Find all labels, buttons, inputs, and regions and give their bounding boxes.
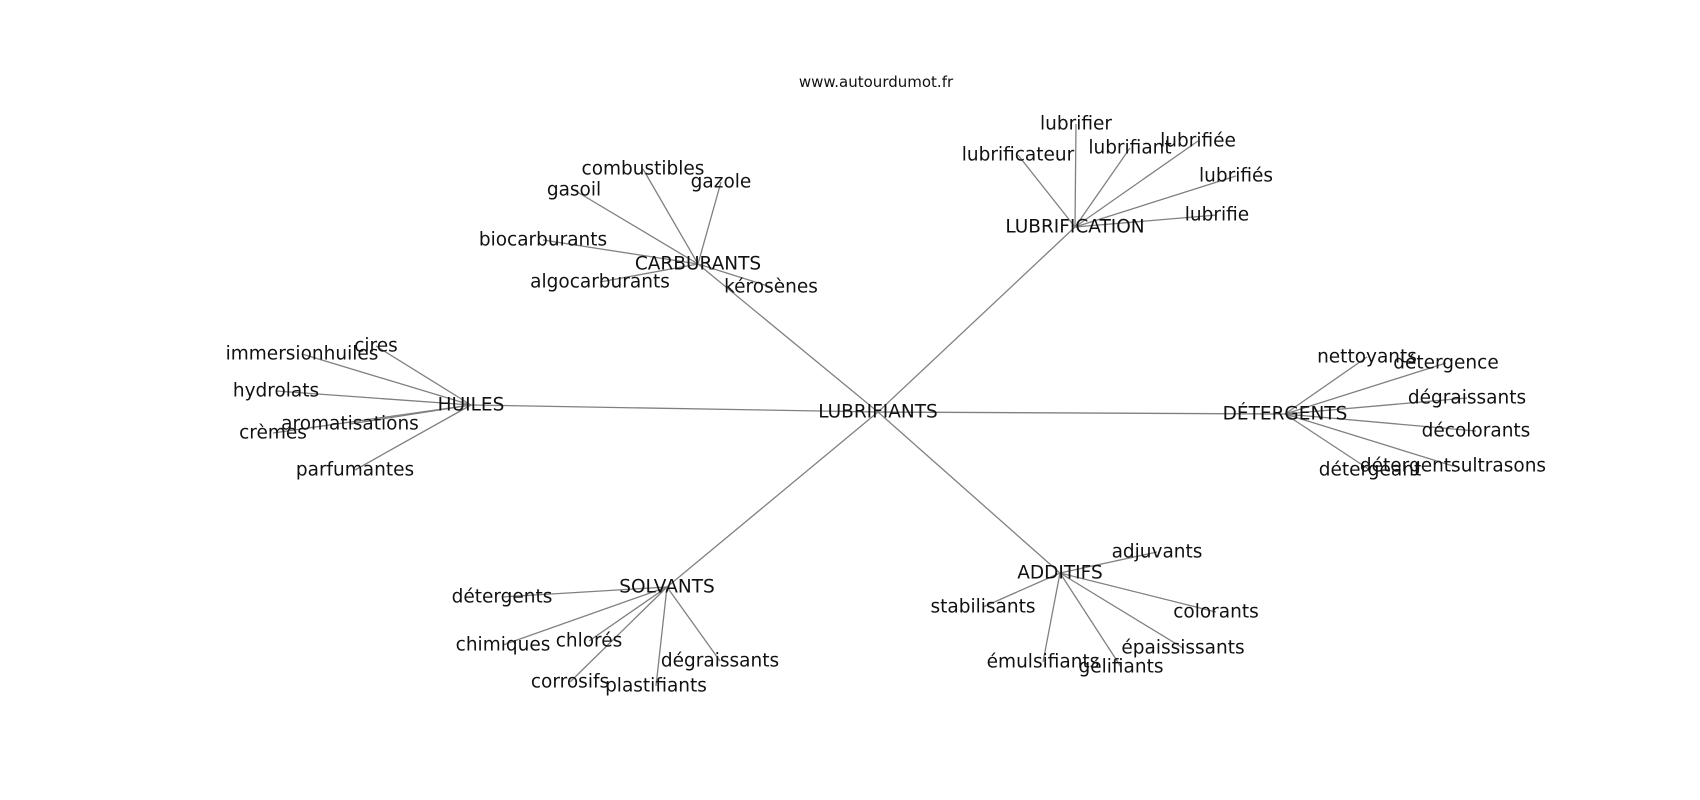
- word-node[interactable]: adjuvants: [1112, 542, 1203, 563]
- edge-lubrification-word: [1074, 123, 1077, 228]
- edge-solvants-word: [588, 586, 668, 642]
- word-node[interactable]: lubrifiés: [1199, 166, 1273, 187]
- word-node[interactable]: détergents: [452, 587, 553, 608]
- word-node[interactable]: colorants: [1173, 602, 1259, 623]
- edge-carburants-word: [573, 189, 699, 265]
- edge-detergents-word: [1284, 362, 1447, 415]
- edge-center-lubrification: [877, 226, 1076, 413]
- word-node[interactable]: lubrificateur: [962, 145, 1075, 166]
- word-node[interactable]: combustibles: [582, 159, 705, 180]
- edge-carburants-word: [599, 263, 699, 283]
- hub-node-solvants[interactable]: SOLVANTS: [619, 577, 715, 598]
- word-node[interactable]: détergentsultrasons: [1360, 456, 1546, 477]
- word-node[interactable]: algocarburants: [530, 272, 670, 293]
- edge-center-additifs: [877, 411, 1061, 574]
- edge-huiles-word: [354, 404, 472, 471]
- word-node[interactable]: chimiques: [456, 635, 551, 656]
- word-node[interactable]: décolorants: [1422, 421, 1531, 442]
- edge-carburants-word: [697, 181, 722, 265]
- word-node[interactable]: aromatisations: [281, 414, 419, 435]
- edge-lubrification-word: [1074, 140, 1199, 228]
- edge-solvants-word: [502, 586, 668, 646]
- word-node[interactable]: lubrifiée: [1160, 131, 1236, 152]
- edge-lubrification-word: [1074, 214, 1218, 228]
- edge-additifs-word: [982, 572, 1061, 608]
- edge-detergents-word: [1284, 397, 1468, 415]
- edges: [272, 123, 1477, 687]
- edge-huiles-word: [375, 345, 472, 406]
- word-node[interactable]: détergeant: [1319, 460, 1421, 481]
- edge-center-huiles: [470, 404, 879, 413]
- word-node[interactable]: lubrifier: [1040, 114, 1112, 135]
- edge-detergents-word: [1284, 413, 1454, 467]
- edge-center-solvants: [666, 411, 879, 588]
- hub-node-detergents[interactable]: DÉTERGENTS: [1223, 403, 1348, 425]
- word-node[interactable]: crèmes: [239, 423, 307, 444]
- word-node[interactable]: dégraissants: [1408, 388, 1526, 409]
- edge-huiles-word: [275, 390, 472, 406]
- word-node[interactable]: nettoyants: [1317, 347, 1417, 368]
- hub-node-additifs[interactable]: ADDITIFS: [1017, 563, 1102, 584]
- word-node[interactable]: dégraissants: [661, 651, 779, 672]
- word-node[interactable]: immersionhuiles: [226, 344, 379, 365]
- word-node[interactable]: émulsifiants: [987, 652, 1100, 673]
- edge-additifs-word: [1059, 551, 1158, 574]
- edge-additifs-word: [1059, 572, 1217, 613]
- word-node[interactable]: gélifiants: [1078, 657, 1163, 678]
- edge-solvants-word: [655, 586, 668, 687]
- word-node[interactable]: stabilisants: [931, 597, 1036, 618]
- edge-solvants-word: [666, 586, 721, 662]
- edge-solvants-word: [501, 586, 668, 598]
- word-node[interactable]: lubrifiant: [1088, 138, 1171, 159]
- edge-detergents-word: [1284, 413, 1477, 432]
- edge-detergents-word: [1284, 356, 1368, 415]
- word-node[interactable]: lubrifie: [1185, 205, 1249, 226]
- word-node[interactable]: parfumantes: [296, 460, 414, 481]
- word-node[interactable]: plastifiants: [605, 676, 707, 697]
- word-node[interactable]: détergence: [1393, 353, 1498, 374]
- edge-additifs-word: [1059, 572, 1122, 668]
- edge-carburants-word: [697, 263, 772, 288]
- edge-center-detergents: [877, 411, 1286, 415]
- word-node[interactable]: cires: [354, 336, 398, 357]
- labels: LUBRIFIANTS lubrifier lubrificateur lubrif…: [226, 114, 1546, 697]
- word-node[interactable]: épaississants: [1121, 638, 1244, 659]
- word-node[interactable]: gasoil: [547, 180, 601, 201]
- hub-node-lubrification[interactable]: LUBRIFICATION: [1005, 217, 1144, 238]
- edge-carburants-word: [542, 239, 699, 265]
- center-node[interactable]: LUBRIFIANTS: [818, 402, 938, 423]
- edge-lubrification-word: [1017, 154, 1076, 228]
- edge-huiles-word: [301, 353, 472, 406]
- word-node[interactable]: kérosènes: [724, 277, 818, 298]
- edge-huiles-word: [272, 404, 472, 434]
- edge-center-carburants: [697, 263, 879, 413]
- edge-solvants-word: [569, 586, 668, 683]
- word-node[interactable]: hydrolats: [233, 381, 319, 402]
- edge-additifs-word: [1059, 572, 1184, 649]
- word-node[interactable]: chlorés: [556, 631, 623, 652]
- hub-node-huiles[interactable]: HUILES: [438, 395, 505, 416]
- edge-additifs-word: [1042, 572, 1061, 663]
- word-node[interactable]: corrosifs: [531, 672, 609, 693]
- word-node[interactable]: gazole: [691, 172, 752, 193]
- edge-lubrification-word: [1074, 175, 1237, 228]
- edge-lubrification-word: [1074, 147, 1131, 228]
- edge-carburants-word: [642, 168, 699, 265]
- site-url: www.autourdumot.fr: [799, 73, 954, 91]
- word-node[interactable]: biocarburants: [479, 230, 607, 251]
- edge-detergents-word: [1284, 413, 1371, 471]
- hub-node-carburants[interactable]: CARBURANTS: [635, 254, 761, 275]
